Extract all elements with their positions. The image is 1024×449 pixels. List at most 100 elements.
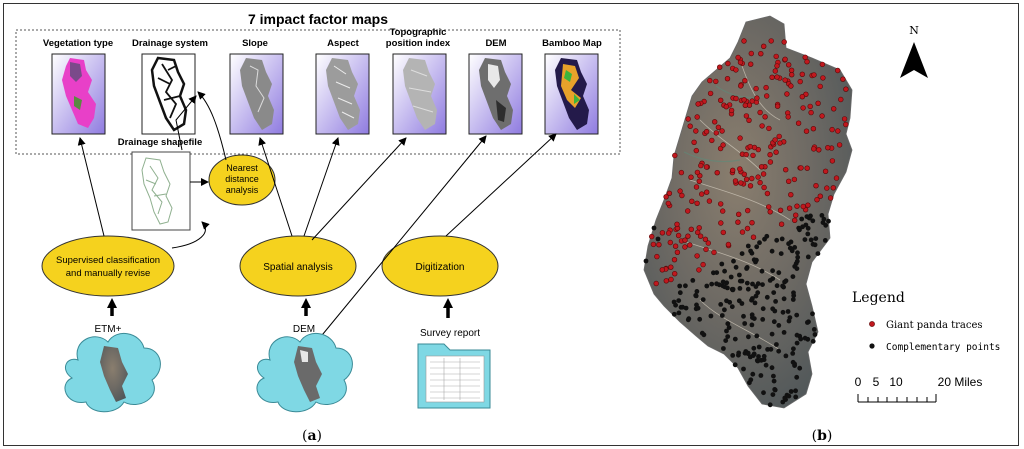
complementary-point bbox=[810, 241, 816, 247]
panda-trace-point bbox=[674, 221, 680, 228]
panda-trace-point bbox=[671, 257, 678, 263]
complementary-point bbox=[799, 216, 805, 222]
complementary-point bbox=[761, 390, 766, 396]
complementary-point bbox=[813, 236, 819, 242]
complementary-point bbox=[771, 319, 777, 325]
map-label-vegetation: Vegetation type bbox=[43, 38, 113, 49]
panda-trace-point bbox=[760, 171, 767, 177]
complementary-point bbox=[819, 213, 825, 218]
panda-trace-point bbox=[735, 54, 741, 61]
scale-0: 0 bbox=[855, 375, 862, 389]
panda-trace-point bbox=[715, 124, 722, 131]
panda-trace-point bbox=[747, 143, 753, 150]
complementary-point bbox=[792, 245, 798, 250]
panda-trace-point bbox=[749, 175, 755, 182]
complementary-point bbox=[821, 216, 827, 222]
complementary-point bbox=[767, 278, 773, 283]
panda-trace-point bbox=[759, 123, 765, 129]
panda-trace-point bbox=[785, 178, 792, 185]
panda-trace-point bbox=[836, 142, 843, 148]
panda-trace-point bbox=[656, 242, 662, 248]
panda-trace-point bbox=[830, 106, 837, 112]
complementary-point bbox=[708, 313, 714, 319]
complementary-point bbox=[805, 231, 811, 237]
maps-title: 7 impact factor maps bbox=[248, 11, 388, 27]
complementary-point bbox=[741, 366, 746, 372]
map-thumb-bamboo bbox=[544, 53, 599, 135]
panda-trace-point bbox=[743, 176, 750, 183]
panda-trace-point bbox=[665, 200, 671, 207]
panda-trace-point bbox=[835, 128, 841, 134]
complementary-point bbox=[774, 283, 780, 289]
panda-trace-point bbox=[677, 188, 683, 194]
complementary-point bbox=[764, 294, 770, 300]
panda-trace-point bbox=[815, 100, 821, 107]
panda-trace-point bbox=[785, 62, 792, 68]
panda-trace-point bbox=[685, 116, 691, 122]
digitization-ellipse bbox=[381, 235, 499, 297]
panda-trace-point bbox=[648, 233, 655, 240]
panda-trace-point bbox=[822, 168, 829, 175]
complementary-point bbox=[745, 286, 751, 292]
complementary-point bbox=[793, 388, 798, 394]
scale-bar: 0 5 10 20 Miles bbox=[855, 375, 983, 403]
complementary-point bbox=[773, 299, 778, 304]
panda-trace-point bbox=[742, 77, 748, 84]
complementary-point bbox=[750, 353, 756, 358]
panda-trace-point bbox=[772, 68, 778, 74]
complementary-point bbox=[744, 266, 749, 271]
complementary-point bbox=[730, 353, 736, 358]
panda-trace-point bbox=[742, 102, 748, 109]
panda-trace-point bbox=[744, 225, 751, 232]
complementary-point bbox=[744, 280, 750, 286]
panda-trace-point bbox=[709, 137, 715, 144]
complementary-point bbox=[791, 346, 796, 352]
complementary-points bbox=[643, 213, 831, 408]
panda-trace-point bbox=[769, 74, 775, 81]
complementary-point bbox=[790, 274, 796, 279]
panda-trace-point bbox=[799, 71, 805, 78]
panda-trace-point bbox=[800, 203, 806, 210]
complementary-point bbox=[780, 309, 786, 315]
panda-trace-point bbox=[751, 144, 758, 151]
panda-trace-point bbox=[830, 185, 836, 191]
scale-20: 20 Miles bbox=[938, 375, 983, 389]
panda-trace-point bbox=[813, 183, 819, 189]
complementary-point bbox=[770, 268, 775, 274]
complementary-point bbox=[725, 334, 731, 339]
complementary-point bbox=[802, 335, 808, 341]
panda-trace-point bbox=[788, 83, 794, 89]
panda-trace-point bbox=[728, 107, 735, 114]
complementary-point bbox=[731, 258, 736, 264]
complementary-point bbox=[725, 321, 731, 327]
complementary-point bbox=[737, 278, 743, 284]
panda-trace-point bbox=[723, 103, 729, 110]
complementary-point bbox=[751, 345, 757, 351]
complementary-point bbox=[748, 377, 754, 383]
panda-trace-point bbox=[791, 176, 798, 183]
complementary-point bbox=[808, 237, 814, 243]
panda-trace-point bbox=[843, 121, 849, 128]
panda-trace-point bbox=[788, 71, 795, 78]
panda-trace-point bbox=[697, 233, 704, 239]
complementary-point bbox=[786, 318, 792, 324]
complementary-point bbox=[722, 284, 728, 290]
panda-trace-point bbox=[788, 192, 794, 198]
complementary-point bbox=[676, 298, 682, 303]
panda-trace-point bbox=[682, 237, 688, 243]
complementary-point bbox=[786, 241, 791, 247]
complementary-point bbox=[756, 344, 762, 350]
panda-trace-point bbox=[795, 120, 802, 126]
complementary-point bbox=[690, 278, 696, 283]
panda-trace-point bbox=[732, 178, 739, 184]
complementary-point bbox=[758, 357, 764, 363]
complementary-point bbox=[759, 268, 765, 274]
drainage-shapefile-label: Drainage shapefile bbox=[118, 137, 202, 148]
panda-trace-point bbox=[665, 230, 672, 236]
panda-trace-point bbox=[798, 165, 804, 171]
complementary-point bbox=[781, 330, 787, 335]
complementary-point bbox=[741, 313, 746, 319]
supervised-classification-ellipse bbox=[41, 235, 175, 297]
spatial-analysis-label: Spatial analysis bbox=[263, 262, 332, 273]
complementary-point bbox=[736, 350, 742, 356]
